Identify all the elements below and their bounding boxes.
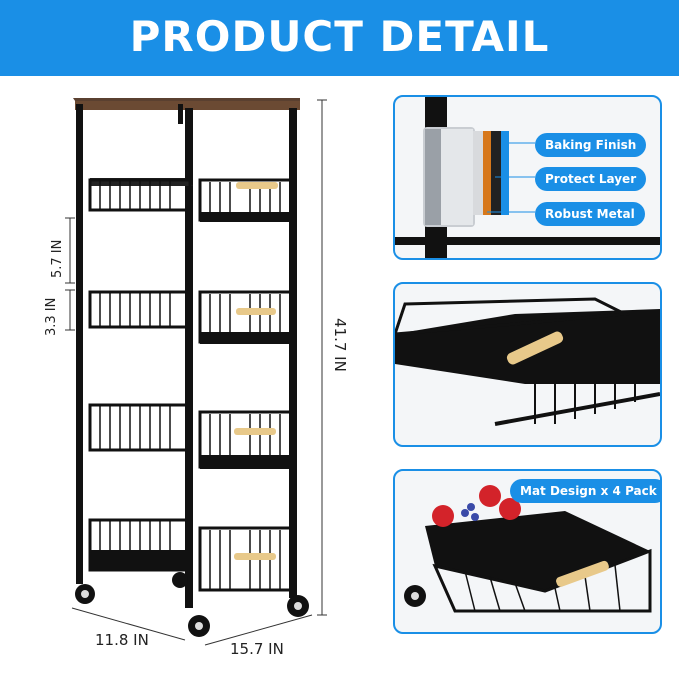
page-title: PRODUCT DETAIL (129, 12, 550, 61)
basket-closeup-illustration (395, 297, 660, 426)
basket-2 (88, 290, 297, 344)
mat-closeup-illustration (404, 485, 652, 613)
handle (234, 553, 276, 560)
basket-1 (88, 178, 297, 222)
dim-length-label: 15.7 IN (230, 640, 284, 658)
callout-mat-design: Mat Design x 4 Pack (510, 479, 660, 503)
basket-3 (88, 403, 297, 469)
post-back-left (76, 104, 83, 584)
handle (236, 308, 276, 315)
basket-4 (88, 518, 297, 592)
product-cart-illustration (65, 98, 327, 646)
post-front-right (289, 108, 297, 598)
post-back-right (178, 104, 183, 124)
detail-panel-basket (393, 282, 662, 447)
detail-panel-material: Baking Finish Protect Layer Robust Metal (393, 95, 662, 260)
wheels (75, 572, 309, 637)
material-closeup-illustration (395, 97, 660, 258)
header-banner (0, 0, 679, 76)
detail-panel-mat: Mat Design x 4 Pack (393, 469, 662, 634)
dim-width-label: 11.8 IN (95, 631, 149, 649)
post-front-left (185, 108, 193, 608)
dim-basket-depth-label: 3.3 IN (44, 297, 59, 336)
handle (236, 182, 278, 189)
dimension-lines (65, 99, 327, 646)
callout-robust-metal: Robust Metal (535, 202, 645, 226)
callout-protect-layer: Protect Layer (535, 167, 647, 191)
dim-height-label: 41.7 IN (331, 318, 349, 372)
dim-spacing-label: 5.7 IN (50, 239, 65, 278)
wood-top-front (75, 101, 300, 110)
handle (234, 428, 276, 435)
callout-baking-finish: Baking Finish (535, 133, 647, 157)
